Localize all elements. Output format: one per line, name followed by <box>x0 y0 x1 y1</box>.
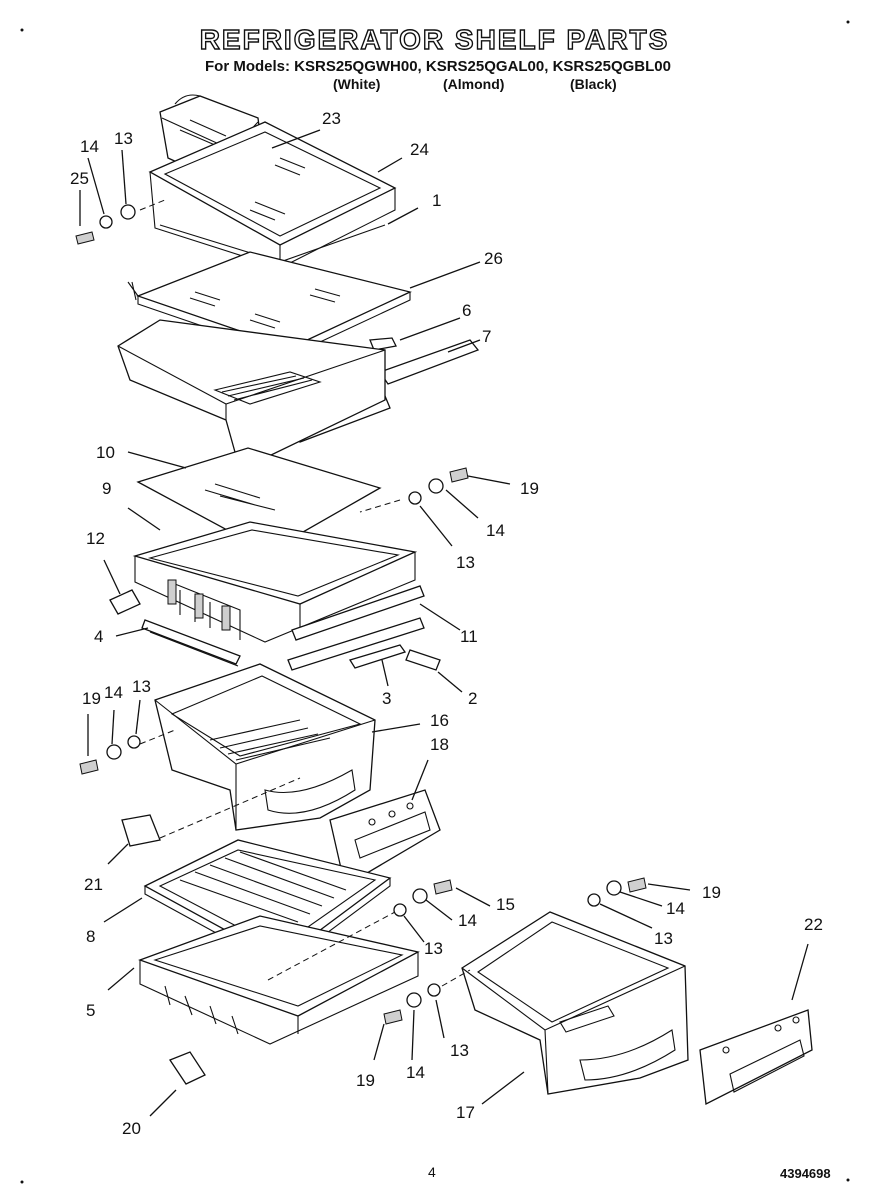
part-18-drawer-front <box>329 789 441 888</box>
part-9-crisper-frame <box>132 521 418 643</box>
assembly-lines <box>139 199 471 987</box>
part-12-clip <box>109 589 141 615</box>
callout-13: 13 <box>424 939 443 958</box>
callout-19: 19 <box>520 479 539 498</box>
callout-22: 22 <box>804 915 823 934</box>
callout-17: 17 <box>456 1103 475 1122</box>
color-white: (White) <box>333 76 381 92</box>
callout-8: 8 <box>86 927 95 946</box>
diagram-title: REFRIGERATOR SHELF PARTS <box>199 23 670 55</box>
callout-19: 19 <box>702 883 721 902</box>
callout-13: 13 <box>456 553 475 572</box>
callout-3: 3 <box>382 689 391 708</box>
callout-12: 12 <box>86 529 105 548</box>
callout-labels: 23 24 1 14 13 25 26 6 7 10 9 19 14 13 12… <box>70 109 823 1138</box>
callout-5: 5 <box>86 1001 95 1020</box>
part-2-3-slides <box>348 644 441 671</box>
part-4-rail <box>141 619 241 667</box>
callout-1: 1 <box>432 191 441 210</box>
callout-13: 13 <box>132 677 151 696</box>
callout-14: 14 <box>666 899 685 918</box>
callout-20: 20 <box>122 1119 141 1138</box>
page-number: 4 <box>428 1164 436 1180</box>
crisper-cover-pan <box>117 319 386 471</box>
callout-14: 14 <box>486 521 505 540</box>
part-11-rail <box>287 585 425 671</box>
part-20-clip <box>169 1051 206 1085</box>
part-22-drawer-front <box>699 1009 813 1106</box>
callout-14: 14 <box>80 137 99 156</box>
callout-24: 24 <box>410 140 429 159</box>
callout-14: 14 <box>406 1063 425 1082</box>
fasteners <box>75 204 647 1025</box>
part-17-lower-drawer <box>461 911 689 1095</box>
callout-14: 14 <box>104 683 123 702</box>
callout-16: 16 <box>430 711 449 730</box>
callout-13: 13 <box>450 1041 469 1060</box>
document-number: 4394698 <box>780 1166 831 1181</box>
callout-21: 21 <box>84 875 103 894</box>
callout-19: 19 <box>82 689 101 708</box>
callout-13: 13 <box>114 129 133 148</box>
corner-marks <box>20 20 850 1184</box>
callout-11: 11 <box>460 627 478 646</box>
part-21-clip <box>121 814 161 847</box>
callout-25: 25 <box>70 169 89 188</box>
color-black: (Black) <box>570 76 617 92</box>
leader-lines <box>79 129 809 1117</box>
callout-6: 6 <box>462 301 471 320</box>
callout-14: 14 <box>458 911 477 930</box>
models-subtitle: For Models: KSRS25QGWH00, KSRS25QGAL00, … <box>205 58 671 75</box>
callout-4: 4 <box>94 627 103 646</box>
color-almond: (Almond) <box>443 76 505 92</box>
callout-2: 2 <box>468 689 477 708</box>
part-16-crisper-drawer <box>154 663 376 831</box>
callout-26: 26 <box>484 249 503 268</box>
callout-7: 7 <box>482 327 491 346</box>
callout-18: 18 <box>430 735 449 754</box>
callout-10: 10 <box>96 443 115 462</box>
part-5-bottom-frame <box>138 915 420 1045</box>
callout-13: 13 <box>654 929 673 948</box>
callout-19: 19 <box>356 1071 375 1090</box>
callout-15: 15 <box>496 895 515 914</box>
part-10-glass-insert <box>136 447 382 553</box>
callout-9: 9 <box>102 479 111 498</box>
callout-23: 23 <box>322 109 341 128</box>
